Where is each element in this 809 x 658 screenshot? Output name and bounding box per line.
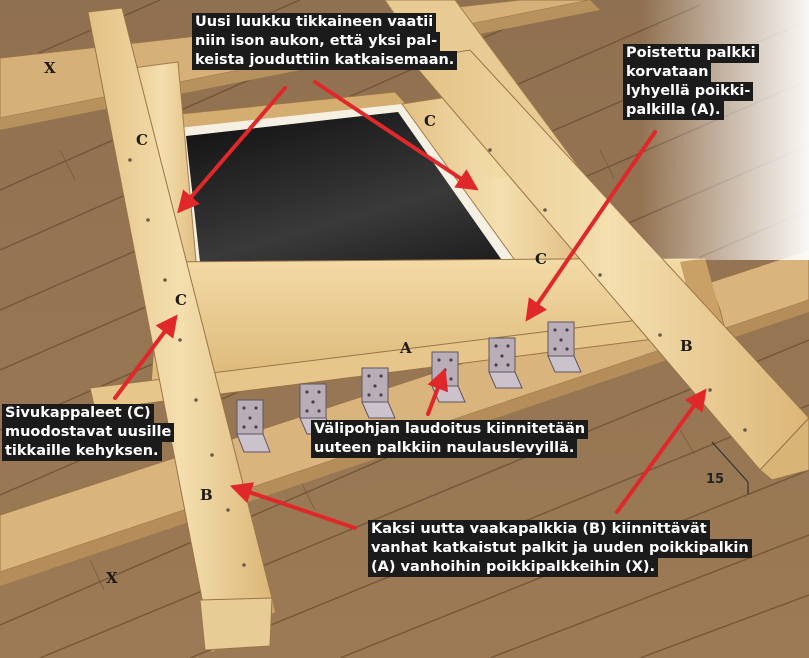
callout-removed-beam: Poistettu palkki korvataan lyhyellä poik… xyxy=(623,44,759,120)
callout-line: niin ison aukon, että yksi pal- xyxy=(192,32,441,51)
callout-side-pieces: Sivukappaleet (C) muodostavat uusille ti… xyxy=(2,404,175,461)
callout-line: korvataan xyxy=(623,63,712,82)
callout-line: Uusi luukku tikkaineen vaatii xyxy=(192,13,437,32)
label-c-left-top: C xyxy=(136,131,148,149)
arrow-removed-beam xyxy=(525,130,657,322)
label-x-top: X xyxy=(44,59,56,77)
callout-line: uuteen palkkiin naulauslevyillä. xyxy=(311,439,578,458)
label-x-bottom: X xyxy=(106,569,118,587)
callout-line: keista jouduttiin katkaisemaan. xyxy=(192,51,458,70)
callout-floor-boards: Välipohjan laudoitus kiinnitetään uuteen… xyxy=(311,420,589,458)
callout-new-beams: Kaksi uutta vaakapalkkia (B) kiinnittävä… xyxy=(368,520,752,577)
label-b-right: B xyxy=(680,337,693,355)
label-c-right-top: C xyxy=(424,112,436,130)
callout-line: (A) vanhoihin poikkipalkkeihin (X). xyxy=(368,558,659,577)
beam-nails xyxy=(128,148,747,567)
arrow-opening-left xyxy=(177,86,287,214)
arrow-new-beams-right xyxy=(615,388,707,514)
dimension-15: 15 xyxy=(706,441,749,494)
arrow-new-beams-left xyxy=(229,482,357,530)
fade-overlay xyxy=(640,0,809,260)
callout-line: tikkaille kehyksen. xyxy=(2,442,162,461)
callout-line: Kaksi uutta vaakapalkkia (B) kiinnittävä… xyxy=(368,520,710,539)
nail-plate xyxy=(488,337,523,389)
callout-line: vanhat katkaistut palkit ja uuden poikki… xyxy=(368,539,752,558)
nail-plate xyxy=(547,321,582,373)
label-b-left: B xyxy=(200,486,213,504)
callout-line: Sivukappaleet (C) xyxy=(2,404,154,423)
callout-line: Välipohjan laudoitus kiinnitetään xyxy=(311,420,589,439)
callout-arrows xyxy=(113,80,707,530)
label-c-right: C xyxy=(535,250,547,268)
arrow-floor-boards xyxy=(426,367,449,416)
callout-opening: Uusi luukku tikkaineen vaatii niin ison … xyxy=(192,13,458,70)
arrow-side-pieces xyxy=(113,314,178,400)
callout-line: muodostavat uusille xyxy=(2,423,175,442)
callout-line: lyhyellä poikki- xyxy=(623,82,754,101)
part-labels: X X C C C C A B B xyxy=(44,59,693,587)
label-c-left: C xyxy=(175,291,187,309)
dimension-15-text: 15 xyxy=(706,472,724,487)
arrow-opening-right xyxy=(313,80,479,191)
callout-line: palkilla (A). xyxy=(623,101,724,120)
label-a: A xyxy=(399,339,412,357)
callout-line: Poistettu palkki xyxy=(623,44,759,63)
